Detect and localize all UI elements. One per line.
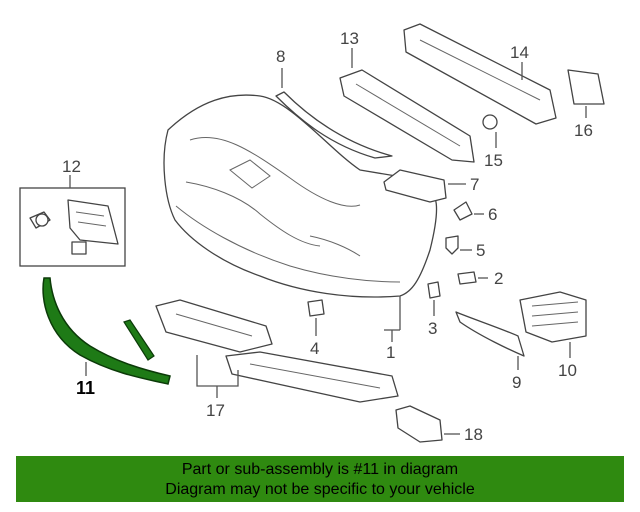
callout-10: 10	[558, 361, 577, 380]
part-3-clip	[427, 281, 441, 299]
callout-7: 7	[470, 175, 479, 194]
callout-9: 9	[512, 373, 521, 392]
callout-11: 11	[76, 378, 95, 398]
part-1-bumper-cover	[163, 94, 438, 298]
part-2-screw	[457, 271, 477, 285]
part-12-detail-box	[19, 187, 126, 267]
callout-3: 3	[428, 319, 437, 338]
callout-13: 13	[340, 29, 359, 48]
part-17-shield-lower	[225, 351, 399, 403]
part-18-bracket	[395, 405, 443, 443]
part-10-grille	[519, 291, 587, 343]
callout-15: 15	[484, 151, 503, 170]
part-11-lower-molding	[42, 277, 171, 385]
callout-18: 18	[464, 425, 483, 444]
part-14-absorber	[403, 23, 557, 125]
part-8-upper-strip	[275, 91, 393, 159]
callout-16: 16	[574, 121, 593, 140]
banner-line-1: Part or sub-assembly is #11 in diagram	[181, 461, 459, 478]
callout-12: 12	[62, 157, 81, 176]
callout-4: 4	[310, 339, 319, 358]
callout-17: 17	[206, 401, 225, 420]
part-7-support	[383, 169, 447, 203]
info-banner: Part or sub-assembly is #11 in diagram D…	[16, 456, 624, 502]
part-5-clip	[445, 235, 459, 255]
part-9-fog-bezel	[455, 311, 525, 357]
callout-14: 14	[510, 43, 529, 62]
callout-5: 5	[476, 241, 485, 260]
callout-2: 2	[494, 269, 503, 288]
part-13-reinforcement	[339, 69, 475, 163]
part-15-bolt	[482, 114, 498, 130]
part-11-end-tab	[123, 319, 155, 361]
parts-diagram: 1 2 3 4 5 6 7 8 9 10 11 12 13 14 15 16 1…	[19, 23, 605, 444]
callout-8: 8	[276, 47, 285, 66]
part-16-bracket	[567, 69, 605, 105]
part-4-clip	[307, 299, 325, 317]
part-17-shield-upper	[155, 299, 273, 353]
part-6-retainer	[453, 201, 473, 221]
banner-line-2: Diagram may not be specific to your vehi…	[165, 481, 475, 498]
callout-1: 1	[386, 343, 395, 362]
callout-6: 6	[488, 205, 497, 224]
